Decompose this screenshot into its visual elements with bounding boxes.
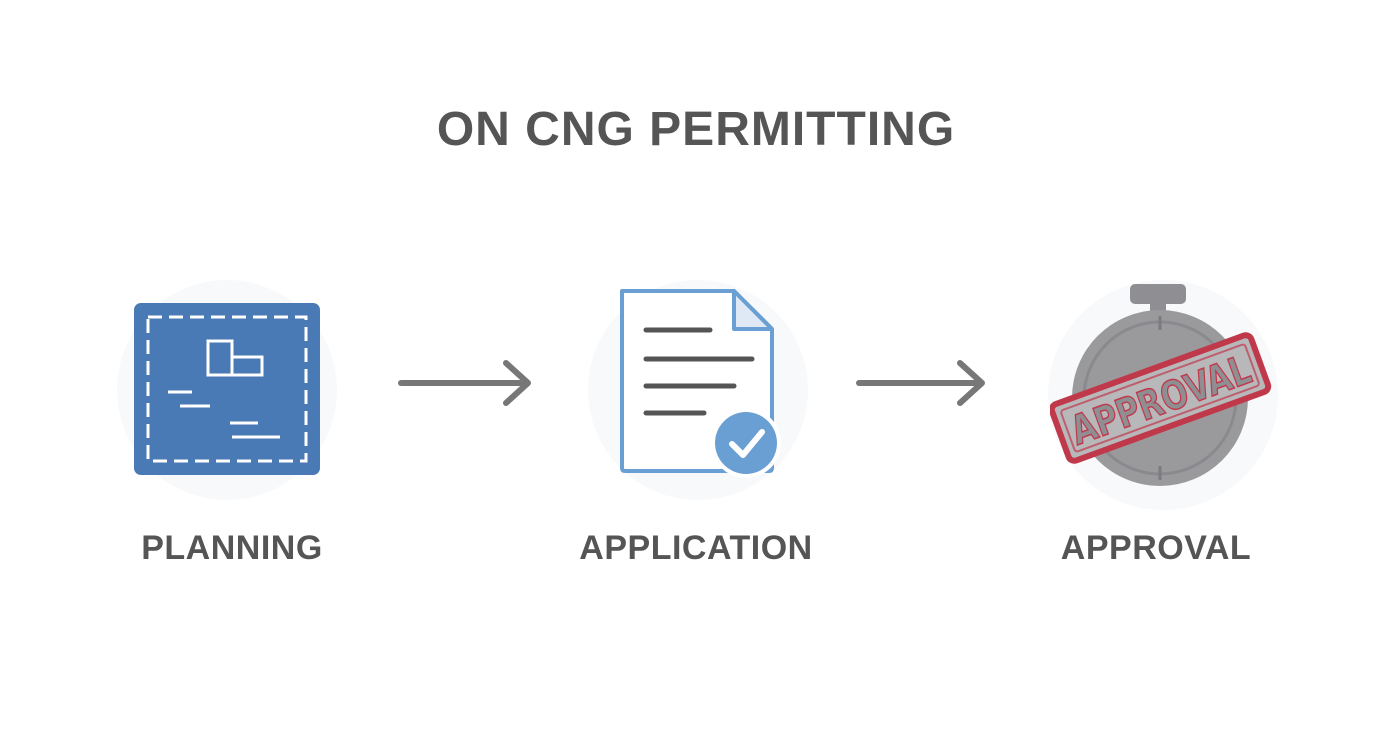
step-planning: PLANNING — [82, 260, 382, 620]
stopwatch-approval-stamp-icon: APPROVAL — [1050, 284, 1272, 486]
blueprint-icon — [134, 303, 320, 475]
step-label-planning: PLANNING — [141, 529, 323, 567]
arrow-right-icon — [856, 360, 985, 406]
step-label-approval: APPROVAL — [1060, 529, 1252, 567]
arrow-right-icon — [398, 360, 531, 406]
diagram-title: ON CNG PERMITTING — [436, 103, 956, 156]
step-label-application: APPLICATION — [579, 529, 813, 567]
document-check-icon — [620, 289, 781, 478]
step-application: APPLICATION — [546, 260, 846, 620]
step-approval: APPROVAL APPROVAL — [1006, 260, 1306, 620]
